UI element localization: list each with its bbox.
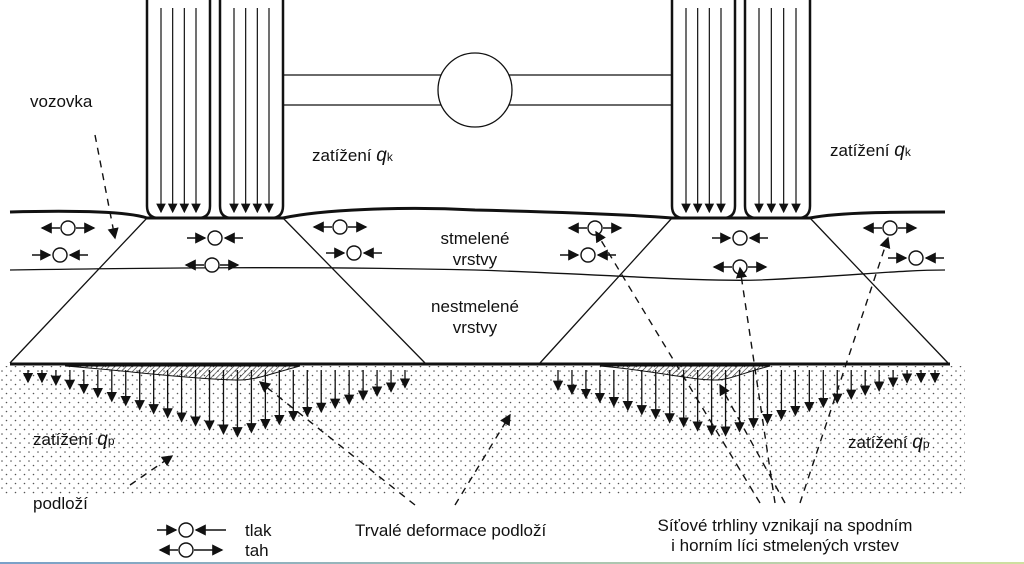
- wheel: [145, 0, 212, 220]
- compression-icon: [888, 250, 944, 266]
- wheel: [743, 0, 812, 220]
- label-subgrade: podloží: [33, 494, 88, 513]
- compression-icon: [187, 230, 243, 246]
- legend-tension: tah: [245, 541, 269, 560]
- bottom-bar: [0, 562, 1024, 564]
- road-surface: [9, 206, 946, 220]
- subgrade-load-arrows: [22, 370, 941, 438]
- compression-icon: [32, 247, 88, 263]
- pointer-arrows: [94, 134, 891, 506]
- compression-icon: [560, 247, 616, 263]
- tension-icon: [712, 259, 768, 275]
- label-load-wheel-right: zatížení qk: [830, 140, 911, 161]
- deformation-left: [64, 365, 301, 381]
- label-load-subgrade-left: zatížení qp: [33, 429, 115, 450]
- wheel: [670, 0, 737, 220]
- caption-permanent-deformation: Trvalé deformace podloží: [355, 521, 547, 540]
- legend-compression: tlak: [245, 521, 272, 540]
- compression-icon: [326, 245, 382, 261]
- wheel: [218, 0, 285, 220]
- tension-icon: [312, 219, 368, 235]
- compression-icon: [712, 230, 768, 246]
- tension-icon: [862, 220, 918, 236]
- label-load-wheel-left: zatížení qk: [312, 145, 393, 166]
- subgrade-area: [0, 366, 965, 494]
- layer-lines: [9, 206, 950, 366]
- axle: [283, 52, 672, 128]
- tension-icon: [40, 220, 96, 236]
- tension-icon: [184, 257, 240, 273]
- bound-layer-bottom: [9, 267, 946, 281]
- tension-icon: [567, 220, 623, 236]
- label-load-subgrade-right: zatížení qp: [848, 432, 930, 453]
- label-road: vozovka: [30, 92, 93, 111]
